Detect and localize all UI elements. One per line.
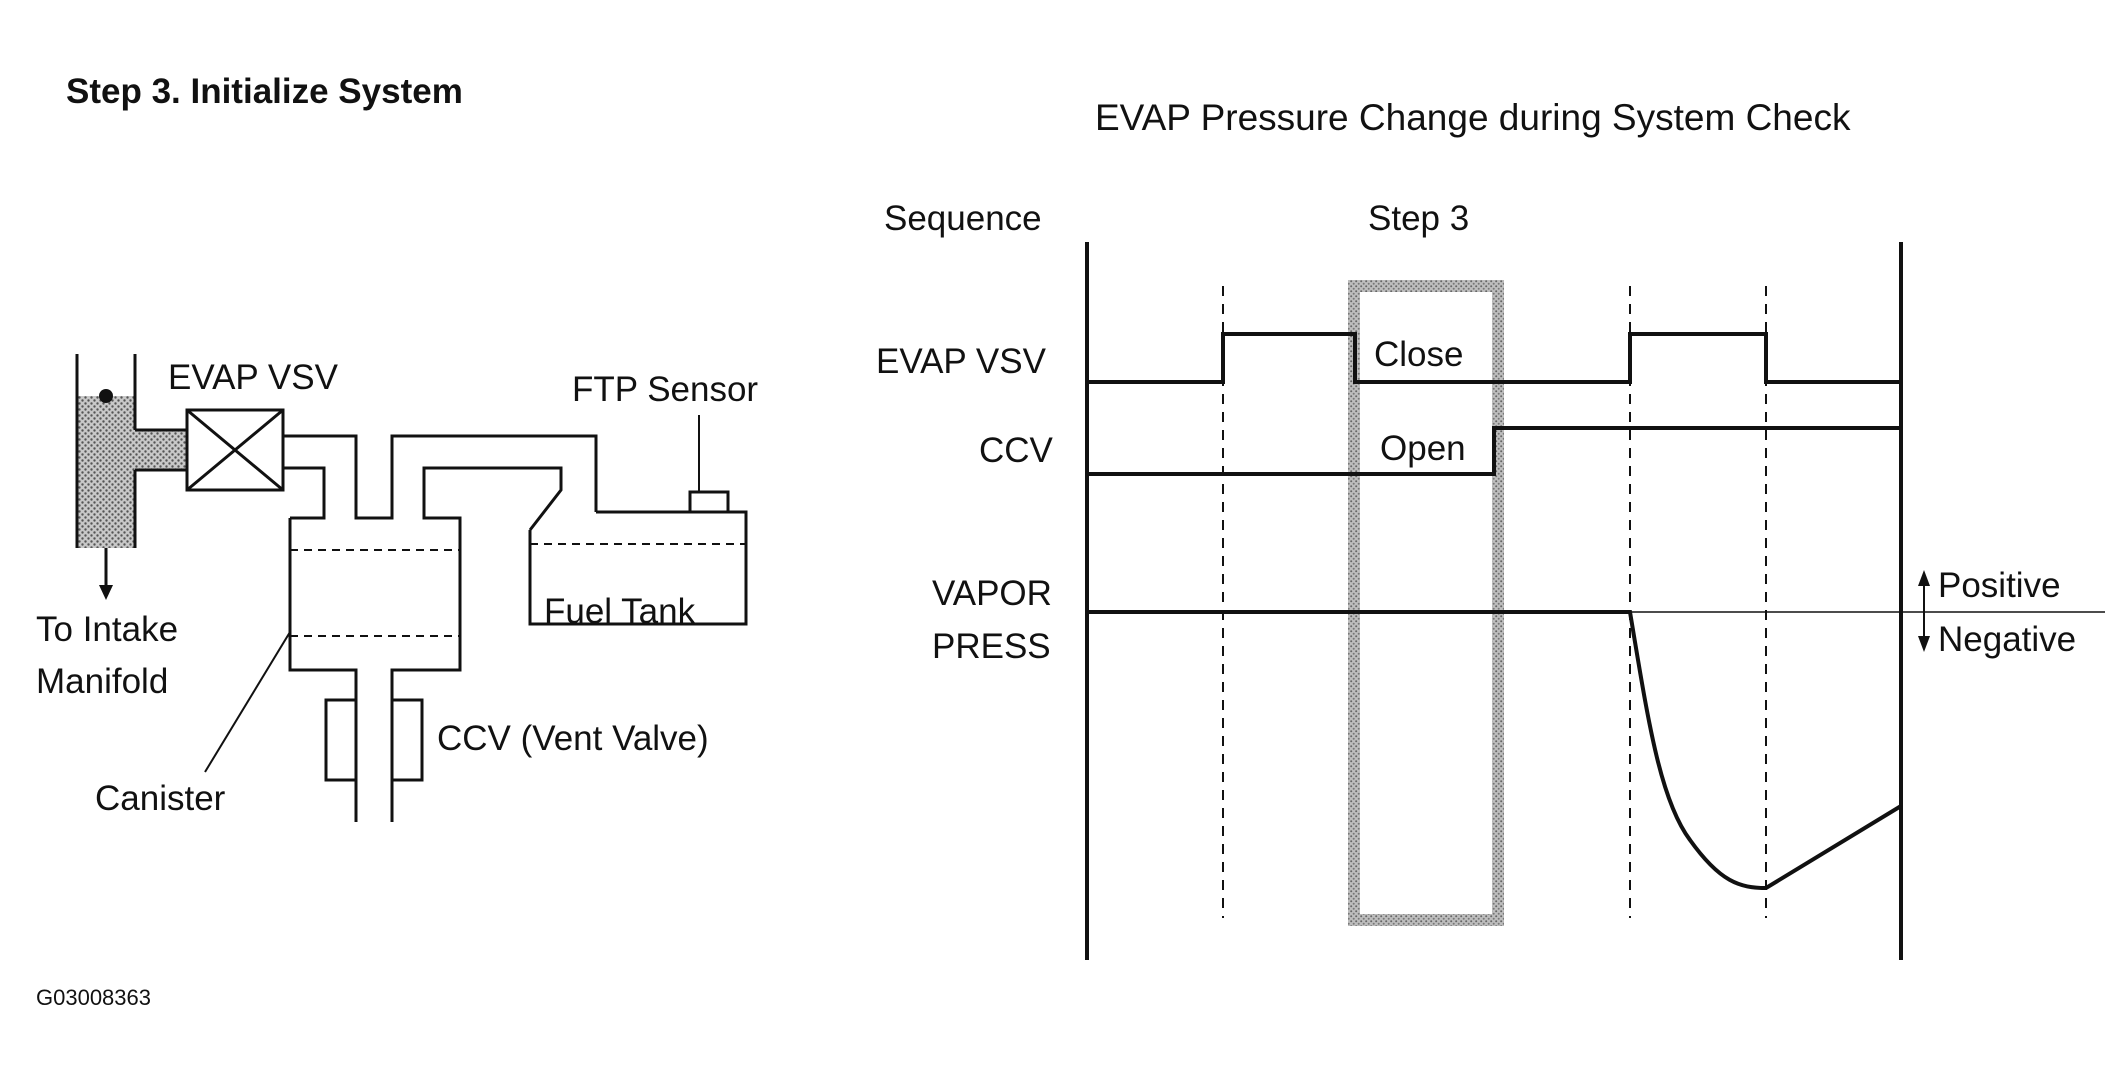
row-ccv-label: CCV — [979, 431, 1054, 470]
ccv-trace — [1087, 426, 1901, 476]
evap-schematic — [75, 354, 748, 822]
vsv-connector-walls — [135, 428, 187, 472]
phase-dividers — [1222, 286, 1767, 918]
open-label: Open — [1380, 429, 1466, 468]
intake-duct-fill — [77, 396, 135, 548]
ccv-vent-valve — [324, 698, 424, 782]
fuel-tank-label: Fuel Tank — [544, 592, 696, 631]
canister-layers — [290, 549, 460, 637]
figure-id: G03008363 — [36, 985, 151, 1010]
vapor-pressure-trace — [1087, 610, 1903, 891]
sequence-label: Sequence — [884, 199, 1042, 238]
ccv-vent-label: CCV (Vent Valve) — [437, 719, 709, 758]
row-vapor-label-2: PRESS — [932, 627, 1051, 666]
vsv-connector-fill — [135, 430, 187, 470]
positive-label: Positive — [1938, 566, 2061, 605]
canister-label: Canister — [95, 779, 226, 818]
to-intake-label-2: Manifold — [36, 662, 168, 701]
to-intake-label-1: To Intake — [36, 610, 178, 649]
page-title: Step 3. Initialize System — [66, 72, 463, 111]
step3-highlight — [1348, 280, 1504, 926]
valve-cross-icon — [186, 408, 284, 492]
open-label-bg — [1374, 426, 1486, 470]
timing-lines — [1085, 242, 2105, 960]
canister-leader — [204, 631, 291, 773]
ftp-sensor-label: FTP Sensor — [572, 370, 758, 409]
close-label: Close — [1374, 335, 1463, 374]
evap-vsv-label: EVAP VSV — [168, 358, 339, 397]
close-label-bg — [1368, 332, 1484, 376]
intake-dot — [99, 389, 113, 403]
row-evap-vsv-label: EVAP VSV — [876, 342, 1047, 381]
intake-duct-walls — [75, 354, 137, 548]
arrow-down-icon — [99, 585, 113, 600]
step-label: Step 3 — [1368, 199, 1469, 238]
negative-label: Negative — [1938, 620, 2076, 659]
upper-purge-pipe — [283, 434, 598, 520]
ftp-sensor — [688, 490, 730, 514]
vsv-to-canister-pipe — [283, 466, 326, 520]
row-vapor-label-1: VAPOR — [932, 574, 1052, 613]
timing-title: EVAP Pressure Change during System Check — [1095, 97, 1851, 138]
evap-vsv-trace — [1087, 332, 1901, 384]
